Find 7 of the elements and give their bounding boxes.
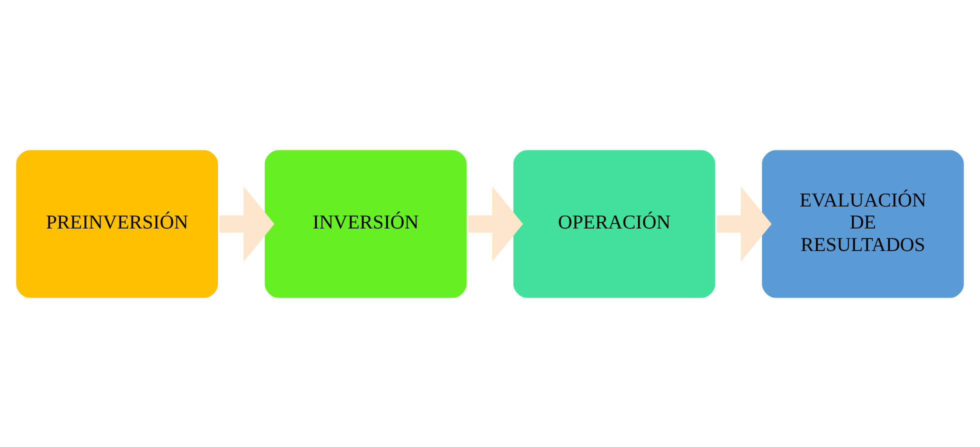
node-box: PREINVERSIÓN bbox=[14, 147, 220, 300]
arrow bbox=[468, 186, 523, 262]
arrow bbox=[220, 186, 274, 262]
arrow bbox=[716, 186, 772, 262]
node-box: EVALUACIÓN DE RESULTADOS bbox=[760, 147, 966, 300]
node-box: INVERSIÓN bbox=[262, 147, 470, 300]
node-box: OPERACIÓN bbox=[510, 147, 718, 300]
